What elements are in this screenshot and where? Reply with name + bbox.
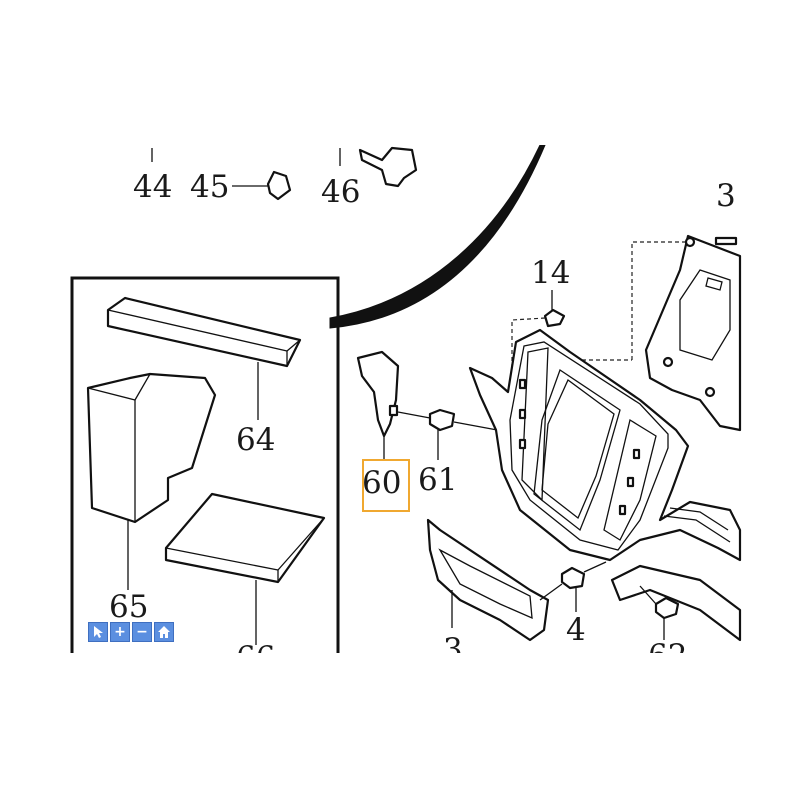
callout-3[interactable]: 3 <box>443 632 463 668</box>
callout-45[interactable]: 45 <box>190 169 229 205</box>
callout-46[interactable]: 46 <box>321 174 360 210</box>
part-4-clip <box>560 566 586 590</box>
part-60-trim <box>356 350 400 438</box>
home-button[interactable] <box>154 622 174 642</box>
callout-44[interactable]: 44 <box>133 169 172 205</box>
callout-14[interactable]: 14 <box>531 255 570 291</box>
callout-61[interactable]: 61 <box>418 462 457 498</box>
leader-61-a <box>397 411 431 419</box>
zoom-in-button[interactable]: + <box>110 622 130 642</box>
callout-66[interactable]: 66 <box>236 640 275 676</box>
part-45-clip <box>266 170 292 201</box>
plus-icon: + <box>114 624 126 640</box>
part-46-bracket <box>358 146 418 188</box>
callout-4[interactable]: 4 <box>566 612 586 648</box>
callout-65[interactable]: 65 <box>109 589 148 625</box>
callout-3-top[interactable]: 3 <box>716 178 736 214</box>
zoom-toolbar: + − <box>88 622 174 642</box>
part-3-bracket <box>644 234 742 432</box>
callout-64[interactable]: 64 <box>236 422 275 458</box>
part-62-clip <box>654 596 680 620</box>
callout-60[interactable]: 60 <box>362 465 401 501</box>
inset-frame <box>70 276 340 653</box>
part-65-block <box>86 372 217 524</box>
callout-62[interactable]: 62 <box>648 638 687 674</box>
highlight-box-60[interactable] <box>362 459 410 512</box>
part-3-trim <box>426 518 550 642</box>
dash-14 <box>511 317 546 378</box>
part-66-pad <box>164 492 326 584</box>
minus-icon: − <box>136 624 148 640</box>
zoom-out-button[interactable]: − <box>132 622 152 642</box>
home-icon <box>158 626 170 638</box>
dash-3-top <box>631 241 690 360</box>
separator-curve <box>329 145 546 329</box>
part-14-clip <box>543 308 566 328</box>
part-61-clip <box>428 408 456 432</box>
cursor-icon[interactable] <box>88 622 108 642</box>
part-62-trim <box>610 564 742 642</box>
